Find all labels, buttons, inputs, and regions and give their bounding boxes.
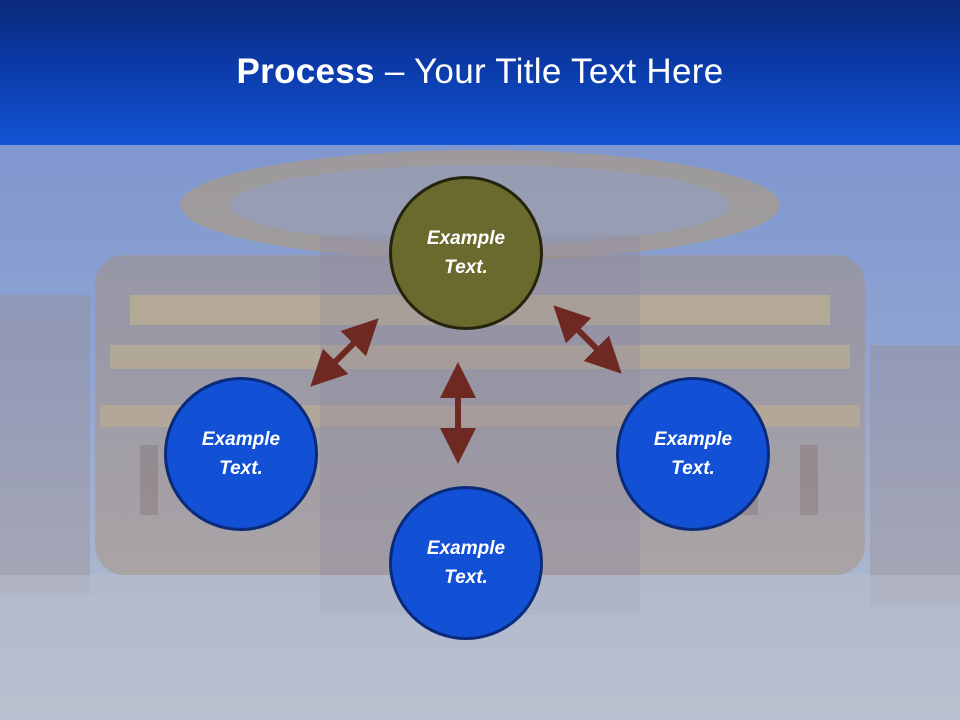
node-top: Example Text. [389,176,543,330]
node-left: Example Text. [164,377,318,531]
node-bottom: Example Text. [389,486,543,640]
title-bold: Process [236,52,375,91]
arrow-top-left [310,318,379,387]
arrow-top-right [553,305,622,374]
node-right: Example Text. [616,377,770,531]
node-top-label: Example Text. [426,228,506,278]
node-right-label: Example Text. [653,429,733,479]
title-rest: – Your Title Text Here [374,52,724,91]
node-left-label: Example Text. [201,429,281,479]
node-bottom-label: Example Text. [426,538,506,588]
title-banner [0,0,960,145]
slide-title: Process – Your Title Text Here [0,52,960,92]
